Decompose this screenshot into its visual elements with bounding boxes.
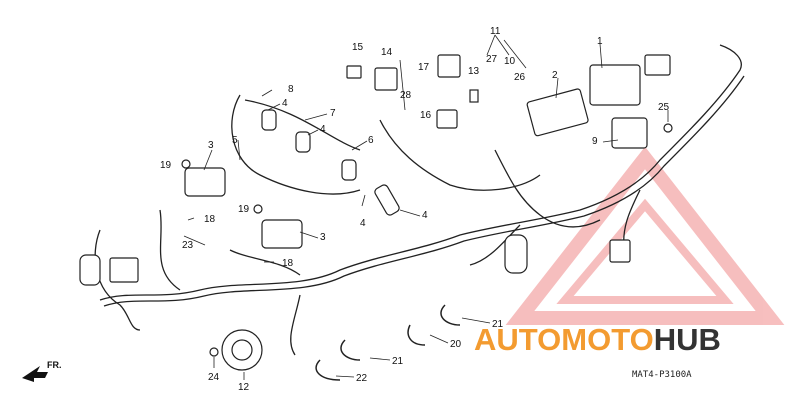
regulator-rectifier: [589, 64, 641, 106]
callout-4-a: 4: [282, 98, 288, 109]
callout-25: 25: [658, 102, 670, 113]
connector-9: [609, 239, 631, 263]
watermark-logo-triangle: [505, 146, 785, 325]
watermark-text: AUTOMOTOHUB: [474, 322, 721, 358]
callout-3-upper: 3: [208, 140, 214, 151]
starter-relay: [79, 254, 101, 286]
watermark-part-auto: AUTO: [474, 322, 562, 357]
relay-16: [436, 109, 458, 129]
callout-19-a: 19: [160, 160, 172, 171]
connector-block: [109, 257, 139, 283]
relay-15: [346, 65, 362, 79]
watermark-part-hub: HUB: [653, 322, 721, 357]
callout-26: 26: [514, 72, 526, 83]
callout-21-b: 21: [392, 356, 404, 367]
leader-lines: [183, 34, 669, 380]
spark-plug-caps: [261, 109, 400, 216]
callout-1: 1: [597, 36, 603, 47]
callout-23: 23: [182, 240, 194, 251]
callout-12: 12: [238, 382, 250, 393]
callout-27: 27: [486, 54, 498, 65]
front-arrow-icon: [22, 366, 48, 382]
callout-15: 15: [352, 42, 364, 53]
callout-3-lower: 3: [320, 232, 326, 243]
diagram-code: MAT4-P3100A: [632, 370, 692, 380]
callout-5: 5: [232, 135, 238, 146]
callout-24: 24: [208, 372, 220, 383]
callout-10: 10: [504, 56, 516, 67]
relay-14: [374, 67, 398, 91]
watermark-part-moto: MOTO: [561, 322, 654, 357]
callout-labels: 1 2 3 3 4 4 4 4 5 6 7 8 9 10 11 12 13 14…: [160, 26, 670, 393]
clamps: [315, 304, 461, 381]
front-label: FR.: [47, 360, 62, 370]
callout-6: 6: [368, 135, 374, 146]
callout-20: 20: [450, 339, 462, 350]
callout-13: 13: [468, 66, 480, 77]
callout-18-b: 18: [282, 258, 294, 269]
components: [79, 54, 673, 371]
callout-28: 28: [400, 90, 412, 101]
ignition-control-module: [526, 88, 589, 137]
callout-4-d: 4: [422, 210, 428, 221]
callout-8: 8: [288, 84, 294, 95]
callout-9: 9: [592, 136, 598, 147]
fuse-13: [469, 89, 479, 103]
callout-16: 16: [420, 110, 432, 121]
ignition-coil-right: [261, 219, 303, 249]
bank-angle-sensor: [611, 117, 648, 149]
callout-7: 7: [330, 108, 336, 119]
callout-11: 11: [490, 26, 501, 37]
callout-4-c: 4: [360, 218, 366, 229]
fuel-sender-connector: [504, 234, 528, 274]
ignition-coil-left: [184, 167, 226, 197]
callout-18-a: 18: [204, 214, 216, 225]
callout-17: 17: [418, 62, 430, 73]
callout-21-a: 21: [492, 319, 504, 330]
callout-19-b: 19: [238, 204, 250, 215]
callout-2: 2: [552, 70, 558, 81]
callout-14: 14: [381, 47, 393, 58]
callout-4-b: 4: [320, 124, 326, 135]
callout-22: 22: [356, 373, 368, 384]
main-connector-1: [644, 54, 671, 76]
main-harness: [94, 44, 745, 356]
relay-17: [437, 54, 461, 78]
